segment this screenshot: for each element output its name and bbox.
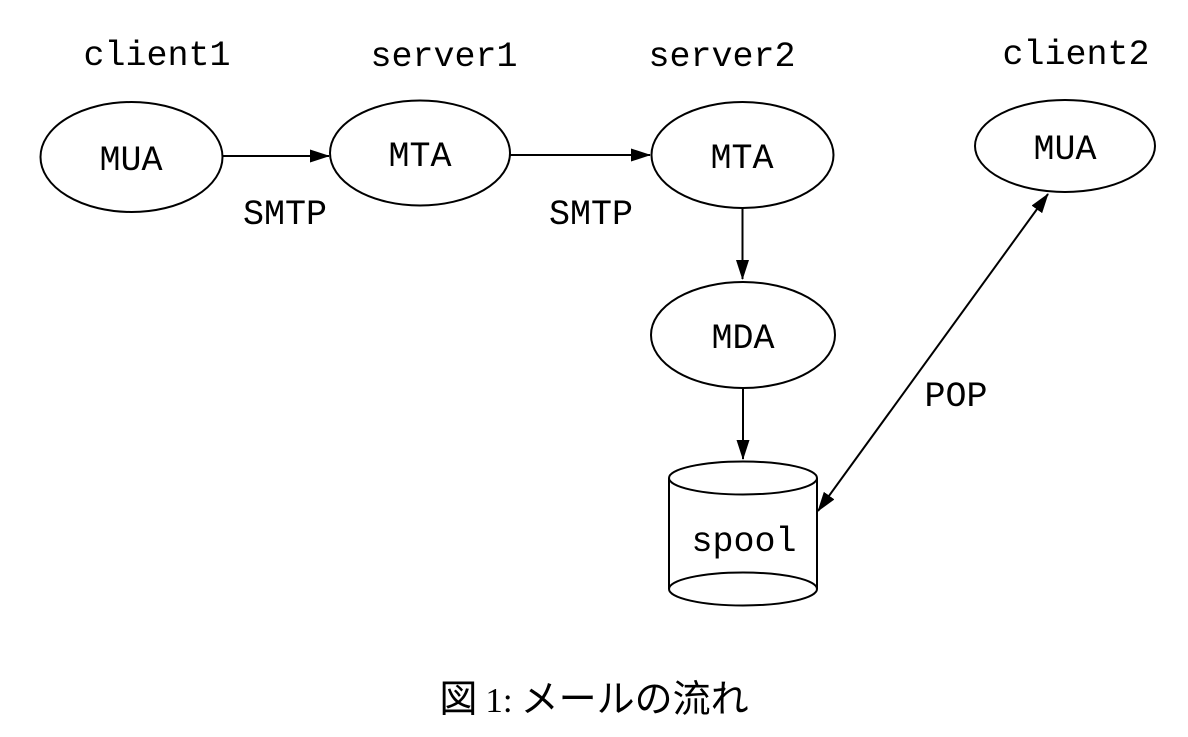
caption-title: メールの流れ (520, 679, 749, 721)
edge-label-smtp-1: SMTP (243, 195, 327, 235)
spool-cylinder-sides (668, 478, 818, 589)
caption-figure-label: 図 (439, 679, 478, 721)
caption-figure-number: 1: (485, 681, 513, 720)
arrow-spool-mua2-bidirectional (817, 193, 1049, 512)
node-label-mta-server2: MTA (710, 139, 773, 179)
node-mua-client1 (39, 101, 224, 213)
node-label-mua-client1: MUA (99, 141, 162, 181)
edge-label-pop: POP (924, 377, 987, 417)
node-spool-cylinder: spool (668, 460, 818, 607)
host-label-client2: client2 (1002, 35, 1149, 75)
host-label-client1: client1 (83, 36, 230, 76)
node-mua-client2 (974, 99, 1156, 193)
node-mta-server1 (329, 99, 511, 207)
node-label-mua-client2: MUA (1033, 130, 1096, 170)
host-label-server1: server1 (370, 37, 517, 77)
spool-cylinder-top (668, 460, 818, 496)
spool-cylinder-bottom (668, 571, 818, 607)
node-label-mta-server1: MTA (388, 137, 451, 177)
host-label-server2: server2 (648, 37, 795, 77)
edge-label-smtp-2: SMTP (549, 195, 633, 235)
node-label-mda: MDA (711, 319, 774, 359)
node-label-spool: spool (691, 522, 796, 562)
